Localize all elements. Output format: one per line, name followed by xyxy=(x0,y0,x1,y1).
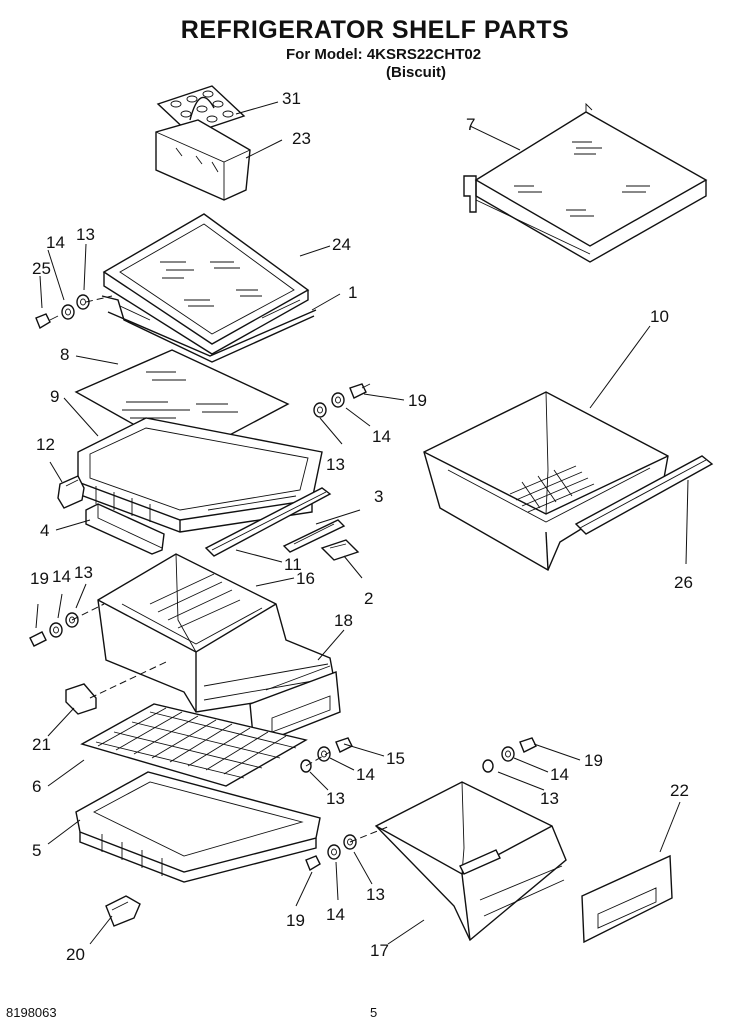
callout-6: 6 xyxy=(32,777,41,796)
callout-4: 4 xyxy=(40,521,49,540)
hardware-bottom-center xyxy=(305,834,357,872)
callout-20: 20 xyxy=(66,945,85,964)
part-26-rod xyxy=(574,455,714,535)
callout-21: 21 xyxy=(32,735,51,754)
callout-19-d: 19 xyxy=(286,911,305,930)
callout-12: 12 xyxy=(36,435,55,454)
color-variant: (Biscuit) xyxy=(386,64,446,81)
callout-8: 8 xyxy=(60,345,69,364)
callout-23: 23 xyxy=(292,129,311,148)
page-number: 5 xyxy=(370,1005,378,1020)
part-24-shelf-glass xyxy=(102,213,310,355)
part-1-shelf-frame xyxy=(101,295,317,363)
callout-13-a: 13 xyxy=(76,225,95,244)
callout-17: 17 xyxy=(370,941,389,960)
callout-14-d: 14 xyxy=(356,765,375,784)
callout-7: 7 xyxy=(466,115,475,134)
hardware-right-upper xyxy=(313,383,371,418)
callout-13-e: 13 xyxy=(540,789,559,808)
callout-5: 5 xyxy=(32,841,41,860)
part-7-glass-shelf xyxy=(463,102,708,263)
part-12-clip xyxy=(57,475,85,509)
hardware-left-upper xyxy=(35,294,90,330)
callout-26: 26 xyxy=(674,573,693,592)
callout-3: 3 xyxy=(374,487,383,506)
callout-14-f: 14 xyxy=(326,905,345,924)
callout-14-e: 14 xyxy=(550,765,569,784)
callout-18: 18 xyxy=(334,611,353,630)
part-16-crisper-drawer xyxy=(97,553,337,713)
callout-13-d: 13 xyxy=(326,789,345,808)
callout-24: 24 xyxy=(332,235,351,254)
callout-19-b: 19 xyxy=(30,569,49,588)
part-5-cover-frame xyxy=(75,771,321,883)
callout-1: 1 xyxy=(348,283,357,302)
part-10-crisper-pan xyxy=(423,391,669,571)
callout-25: 25 xyxy=(32,259,51,278)
callout-14-c: 14 xyxy=(52,567,71,586)
assembly-dash-lines xyxy=(71,295,391,843)
callout-31: 31 xyxy=(282,89,301,108)
part-3-slide xyxy=(282,519,346,553)
callout-14-b: 14 xyxy=(372,427,391,446)
part-20-clip xyxy=(105,895,141,927)
callout-13-c: 13 xyxy=(74,563,93,582)
callout-19-c: 19 xyxy=(584,751,603,770)
hardware-middle-lower xyxy=(300,737,353,773)
part-6-wire-rack xyxy=(80,703,308,787)
callout-19-a: 19 xyxy=(408,391,427,410)
callout-2: 2 xyxy=(364,589,373,608)
callout-10: 10 xyxy=(650,307,669,326)
callout-16: 16 xyxy=(296,569,315,588)
document-number: 8198063 xyxy=(6,1005,57,1020)
part-21-clip xyxy=(65,683,97,715)
part-31-egg-tray-lid xyxy=(156,85,246,135)
part-4-front-rail xyxy=(85,503,165,555)
callout-13-b: 13 xyxy=(326,455,345,474)
leader-lines xyxy=(35,101,689,945)
page-title: REFRIGERATOR SHELF PARTS xyxy=(180,16,570,44)
hardware-right-lower xyxy=(482,737,537,773)
callout-11: 11 xyxy=(284,555,302,574)
model-line: For Model: 4KSRS22CHT02 xyxy=(286,46,482,63)
callout-13-f: 13 xyxy=(366,885,385,904)
callout-14-a: 14 xyxy=(46,233,65,252)
part-23-egg-bin xyxy=(155,119,251,201)
callout-labels: 31 23 7 24 1 13 14 25 8 9 19 14 13 10 12… xyxy=(30,89,693,964)
callout-15: 15 xyxy=(386,749,405,768)
callout-22: 22 xyxy=(670,781,689,800)
callout-9: 9 xyxy=(50,387,59,406)
hardware-left-middle xyxy=(29,612,79,647)
part-11-trim-strip xyxy=(204,487,332,557)
part-17-crisper-drawer xyxy=(374,781,567,942)
part-2-lever xyxy=(320,539,360,561)
part-22-drawer-front xyxy=(581,854,673,944)
